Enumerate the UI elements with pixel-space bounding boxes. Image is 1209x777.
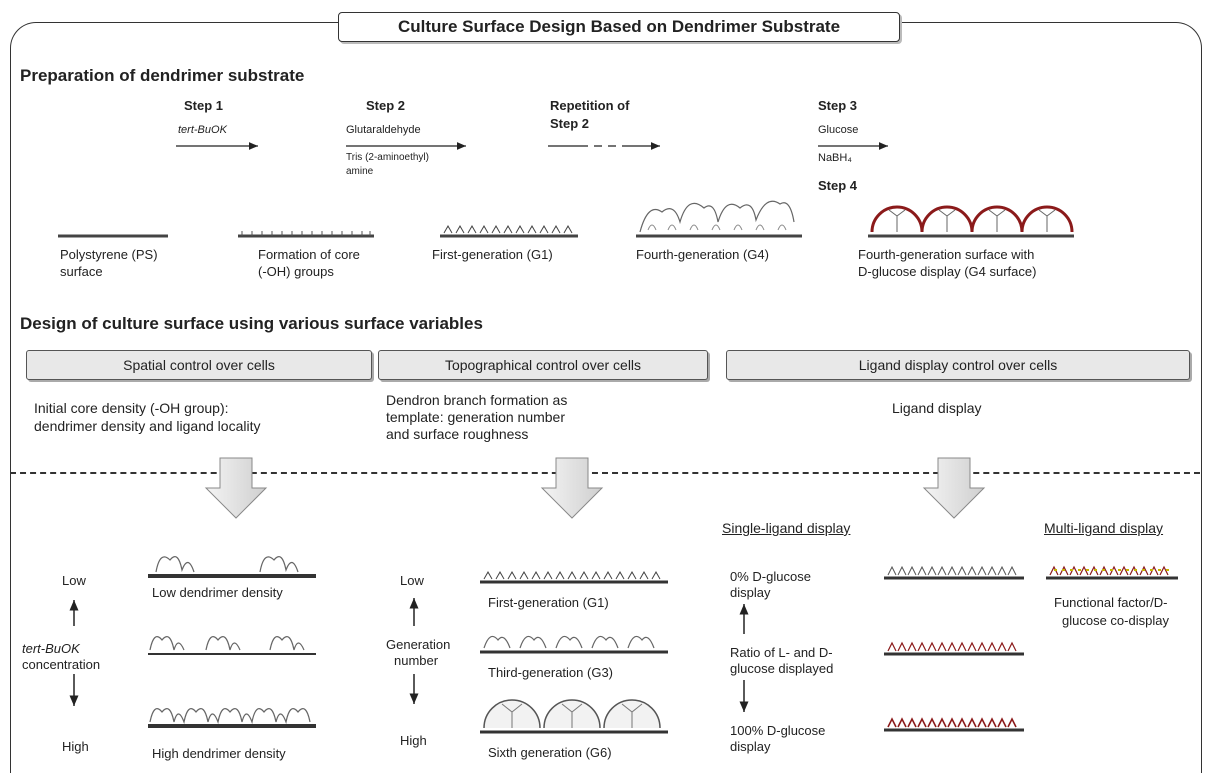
col2-axis-a: Generation <box>386 637 451 652</box>
repetition-label-b: Step 2 <box>550 116 590 131</box>
high-density-label: High dendrimer density <box>152 746 286 761</box>
step2-reagent2b: amine <box>346 166 374 177</box>
col2-g1-label: First-generation (G1) <box>488 595 609 610</box>
ps-label-b: surface <box>60 264 103 279</box>
step3-label: Step 3 <box>818 98 858 113</box>
core-surface-icon <box>238 231 374 238</box>
multi-desc-a: Functional factor/D- <box>1054 595 1168 610</box>
col2-g1-surface <box>480 570 668 584</box>
down-arrow-col2 <box>540 457 604 519</box>
hundred-glucose-b: display <box>730 739 771 754</box>
high-density-surface <box>148 708 316 728</box>
multi-desc-b: glucose co-display <box>1062 613 1169 628</box>
zero-glucose-surface <box>884 565 1024 580</box>
col2-high: High <box>400 733 427 748</box>
ratio-b: glucose displayed <box>730 661 834 676</box>
col2-desc-a: Dendron branch formation as <box>386 392 568 408</box>
step3-reagent2: NaBH₄ <box>818 152 852 164</box>
repetition-label-a: Repetition of <box>550 98 630 113</box>
down-arrow-col3 <box>922 457 986 519</box>
step2-reagent: Glutaraldehyde <box>346 124 421 136</box>
spatial-control-box: Spatial control over cells <box>26 350 372 380</box>
single-ligand-heading: Single-ligand display <box>722 520 851 536</box>
col1-low: Low <box>62 573 86 588</box>
col1-high: High <box>62 739 89 754</box>
col2-g6-surface <box>480 699 668 734</box>
g4-label: Fourth-generation (G4) <box>636 247 769 262</box>
col3-desc: Ligand display <box>892 400 982 416</box>
g4d-label-b: D-glucose display (G4 surface) <box>858 264 1037 279</box>
g1-label: First-generation (G1) <box>432 247 553 262</box>
col2-desc-c: and surface roughness <box>386 426 529 442</box>
low-density-label: Low dendrimer density <box>152 585 283 600</box>
col1-desc-a: Initial core density (-OH group): <box>34 400 229 416</box>
low-density-surface <box>148 556 316 578</box>
down-arrow-col1 <box>204 457 268 519</box>
topographical-control-box: Topographical control over cells <box>378 350 708 380</box>
col1-desc-b: dendrimer density and ligand locality <box>34 418 261 434</box>
step4-label: Step 4 <box>818 178 858 193</box>
col2-g3-surface <box>480 635 668 654</box>
hundred-glucose-surface <box>884 717 1024 732</box>
col2-axis-b: number <box>394 653 439 668</box>
ligand-control-box: Ligand display control over cells <box>726 350 1190 380</box>
step2-reagent2a: Tris (2-aminoethyl) <box>346 152 429 163</box>
core-label-a: Formation of core <box>258 247 360 262</box>
g1-surface-icon <box>440 224 578 238</box>
g4-glucose-surface-icon <box>868 205 1074 238</box>
multi-ligand-heading: Multi-ligand display <box>1044 520 1164 536</box>
section-divider <box>10 472 1200 474</box>
ratio-a: Ratio of L- and D- <box>730 645 833 660</box>
design-heading: Design of culture surface using various … <box>20 314 483 333</box>
col2-low: Low <box>400 573 424 588</box>
ratio-surface <box>884 641 1024 656</box>
g4-surface-icon <box>636 200 802 238</box>
zero-glucose-b: display <box>730 585 771 600</box>
col1-axis-b: concentration <box>22 657 101 672</box>
prep-heading: Preparation of dendrimer substrate <box>20 66 305 85</box>
mid-density-surface <box>148 636 316 655</box>
col1-axis-a: tert-BuOK <box>22 641 80 656</box>
col2-g6-label: Sixth generation (G6) <box>488 745 612 760</box>
core-label-b: (-OH) groups <box>258 264 334 279</box>
step1-label: Step 1 <box>184 98 224 113</box>
step2-label: Step 2 <box>366 98 406 113</box>
multi-ligand-surface <box>1046 565 1178 580</box>
diagram-title: Culture Surface Design Based on Dendrime… <box>338 12 900 42</box>
hundred-glucose-a: 100% D-glucose <box>730 723 826 738</box>
step3-reagent: Glucose <box>818 124 859 136</box>
ps-label-a: Polystyrene (PS) <box>60 247 158 262</box>
col2-desc-b: template: generation number <box>386 409 565 425</box>
col2-g3-label: Third-generation (G3) <box>488 665 613 680</box>
zero-glucose-a: 0% D-glucose <box>730 569 811 584</box>
step1-reagent: tert-BuOK <box>178 124 227 136</box>
g4d-label-a: Fourth-generation surface with <box>858 247 1035 262</box>
